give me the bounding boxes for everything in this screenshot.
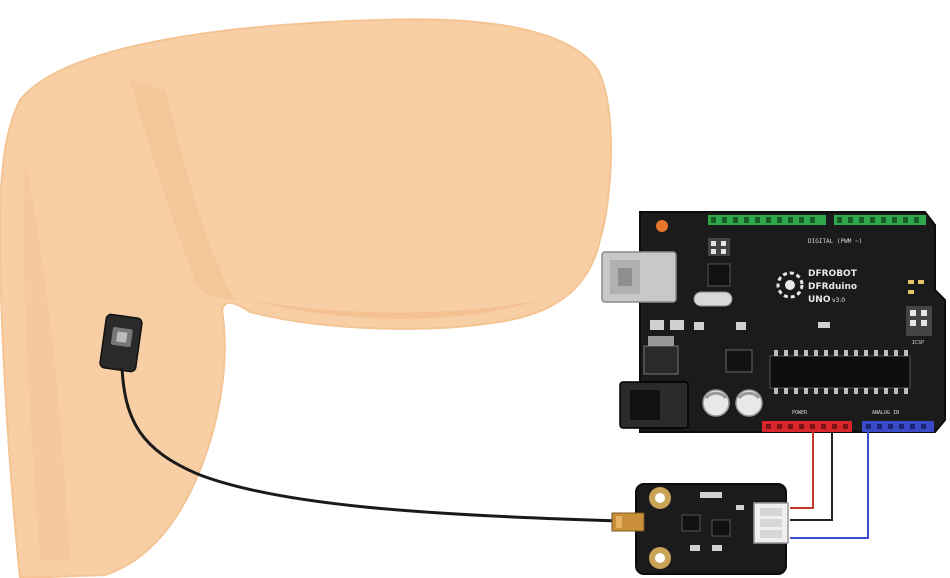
status-leds bbox=[908, 280, 924, 294]
dfrobot-logo-icon bbox=[776, 271, 804, 299]
icsp-silkscreen: ICSP bbox=[912, 340, 924, 346]
reset-button bbox=[656, 220, 668, 232]
brand-line2: DFRduino bbox=[808, 282, 857, 292]
icsp-header bbox=[906, 306, 932, 336]
arm-shading-shoulder bbox=[130, 80, 235, 300]
sensor-cable bbox=[120, 367, 621, 523]
arm-shape bbox=[0, 18, 612, 578]
atmega-microcontroller bbox=[769, 350, 911, 394]
crystal-oscillator bbox=[693, 291, 733, 307]
icsp-usb-header bbox=[708, 238, 730, 256]
brand-line3: UNO bbox=[808, 295, 831, 305]
voltage-regulator bbox=[643, 345, 679, 375]
emg-sensor-module bbox=[611, 483, 789, 575]
arduino-board: DIGITAL (PWM ~) DFROBOT DFRduino UNO v3.… bbox=[601, 211, 946, 433]
digital-silkscreen: DIGITAL (PWM ~) bbox=[808, 238, 862, 245]
wire-blue bbox=[790, 432, 869, 539]
analog-header bbox=[862, 421, 934, 432]
arm-illustration bbox=[0, 18, 612, 578]
power-header bbox=[762, 421, 852, 432]
wire-black bbox=[790, 432, 833, 521]
module-chip-3 bbox=[700, 492, 722, 498]
smd-components bbox=[650, 320, 830, 330]
module-chip-1 bbox=[681, 514, 701, 532]
arm-shading-forearm bbox=[23, 160, 71, 560]
arm-shading-bicep bbox=[250, 300, 540, 319]
op-amp-chip bbox=[725, 349, 753, 373]
usb-interface-chip bbox=[707, 263, 731, 287]
digital-header bbox=[708, 215, 926, 225]
connection-wires bbox=[790, 432, 869, 539]
module-chip-2 bbox=[711, 519, 731, 537]
brand-line1: DFROBOT bbox=[808, 269, 858, 279]
power-silkscreen: POWER bbox=[792, 410, 808, 416]
emg-electrode bbox=[99, 313, 143, 373]
brand-version: v3.0 bbox=[832, 297, 845, 304]
analog-silkscreen: ANALOG IN bbox=[872, 410, 899, 416]
wire-red bbox=[790, 432, 814, 509]
electrolytic-capacitors bbox=[702, 389, 763, 417]
